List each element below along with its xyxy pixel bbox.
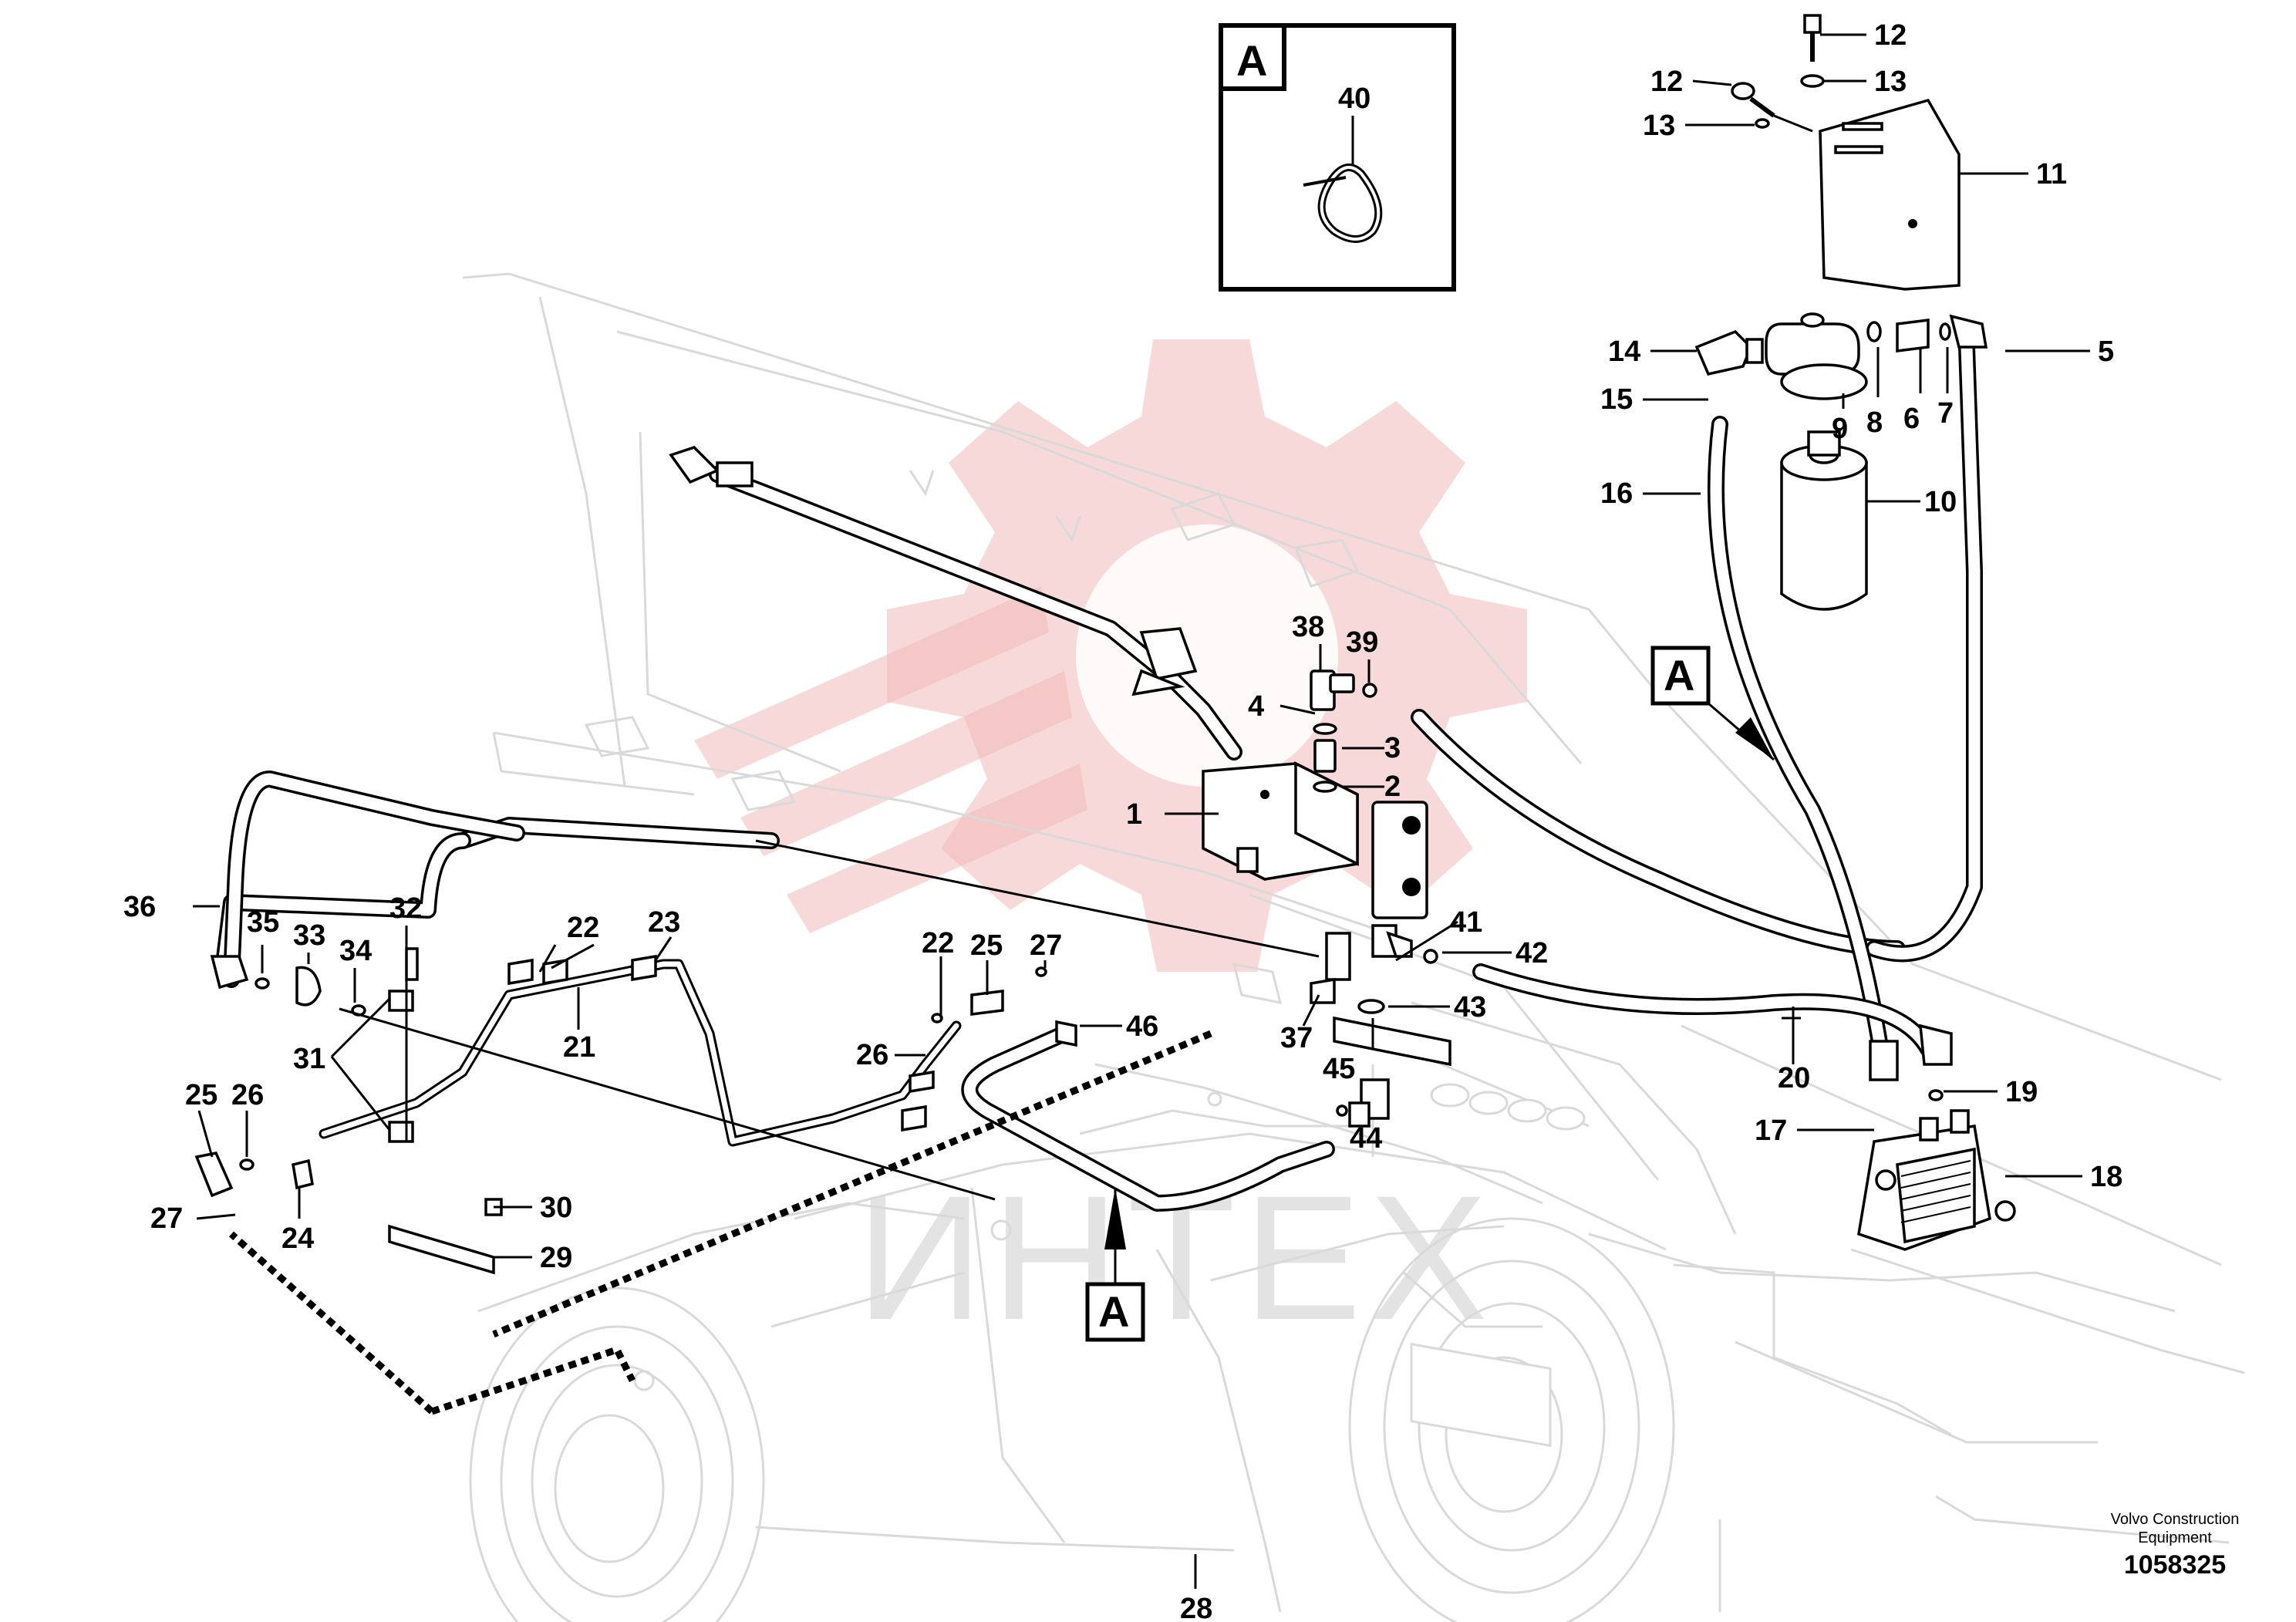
callout-34: 34 [339, 935, 372, 967]
callout-39: 39 [1346, 626, 1378, 659]
callout-28: 28 [1180, 1593, 1212, 1622]
callout-19: 19 [2005, 1076, 2038, 1108]
callout-16: 16 [1600, 477, 1633, 510]
detail-view-a: A 40 [1219, 23, 1456, 292]
callout-26-mid: 26 [856, 1039, 888, 1071]
callout-45: 45 [1323, 1053, 1355, 1085]
callout-23: 23 [648, 906, 680, 939]
callout-31: 31 [293, 1043, 325, 1075]
filter-head-9 [1765, 312, 1868, 400]
view-tag-label: A [1664, 651, 1694, 700]
callout-22-mid: 22 [922, 927, 954, 959]
callout-20: 20 [1778, 1062, 1810, 1094]
callout-33: 33 [293, 919, 325, 952]
callout-12-left: 12 [1650, 66, 1683, 98]
callout-3: 3 [1384, 732, 1401, 764]
filter-element-10 [1780, 430, 1868, 611]
callout-6: 6 [1903, 403, 1920, 435]
fittings-37-41-43-44-45 [1310, 924, 1451, 1128]
callout-32: 32 [389, 892, 422, 925]
callout-44: 44 [1350, 1122, 1382, 1155]
callout-42: 42 [1515, 937, 1548, 969]
watermark-gear-logo [694, 339, 1527, 972]
bracket-11 [1773, 98, 1961, 291]
fittings-14-6-8-7 [1694, 314, 1988, 376]
callout-label: 40 [1338, 83, 1371, 115]
pipes [319, 959, 962, 1147]
cooler-18 [1857, 1109, 2016, 1251]
left-fittings-21-35 [194, 947, 1077, 1275]
callout-11: 11 [2036, 158, 2067, 191]
callout-21: 21 [563, 1031, 595, 1064]
callout-36: 36 [123, 891, 156, 923]
callout-1: 1 [1126, 798, 1142, 831]
hose-end-top [669, 445, 754, 487]
callout-8: 8 [1866, 406, 1883, 439]
callout-2: 2 [1384, 771, 1401, 803]
callout-26-left: 26 [231, 1079, 264, 1111]
callout-17: 17 [1755, 1114, 1787, 1147]
callout-35: 35 [247, 906, 279, 939]
callout-27-mid: 27 [1030, 929, 1062, 962]
harness-clip [1131, 627, 1198, 696]
view-tag-a-bottom: A [1085, 1188, 1145, 1342]
battery-cells [1410, 1083, 1586, 1448]
bolts-12-13 [1731, 14, 1825, 129]
callout-18: 18 [2090, 1161, 2122, 1193]
fittings-17-19 [1869, 1023, 1953, 1101]
callout-46: 46 [1126, 1010, 1158, 1043]
credit-block: Volvo Construction Equipment 1058325 [2111, 1511, 2240, 1580]
clamp-icon [1303, 164, 1383, 243]
callout-5: 5 [2098, 336, 2114, 368]
watermark-text: ИНТЕХ [856, 1158, 1495, 1357]
leader-lines [193, 33, 2090, 1589]
callout-14: 14 [1608, 336, 1640, 368]
detail-view-label: A [1236, 36, 1267, 85]
callout-25-left: 25 [185, 1079, 217, 1111]
callout-12-top: 12 [1874, 19, 1907, 52]
credit-line-2: Equipment [2138, 1529, 2212, 1546]
callout-4: 4 [1248, 690, 1264, 723]
callout-9: 9 [1832, 413, 1848, 445]
callout-25-mid: 25 [970, 929, 1003, 962]
callout-10: 10 [1924, 486, 1957, 518]
callout-30: 30 [540, 1192, 572, 1224]
callout-24: 24 [282, 1222, 314, 1255]
callout-41: 41 [1450, 906, 1482, 939]
callout-37: 37 [1280, 1022, 1313, 1054]
callout-13-top: 13 [1874, 66, 1907, 98]
valve-block-1 [1202, 761, 1428, 919]
callout-29: 29 [540, 1242, 572, 1274]
machine-body-outline [462, 272, 2245, 1622]
fittings-38-2 [1310, 669, 1377, 793]
callout-15: 15 [1600, 383, 1633, 416]
callout-7: 7 [1937, 397, 1954, 430]
callout-numbers: 1 2 3 4 5 6 7 8 9 10 11 12 12 13 13 14 1… [123, 19, 2122, 1622]
callout-38: 38 [1292, 611, 1324, 643]
hoses [215, 339, 1984, 1212]
document-number: 1058325 [2124, 1550, 2226, 1580]
callout-27-left: 27 [150, 1202, 183, 1235]
callout-43: 43 [1454, 991, 1486, 1023]
callout-13-left: 13 [1643, 110, 1675, 142]
credit-line-1: Volvo Construction [2111, 1511, 2240, 1528]
dashed-routing [229, 1030, 1212, 1415]
view-tag-a-right: A [1650, 646, 1775, 761]
callout-22-left: 22 [567, 912, 599, 944]
view-tag-label: A [1098, 1287, 1129, 1336]
